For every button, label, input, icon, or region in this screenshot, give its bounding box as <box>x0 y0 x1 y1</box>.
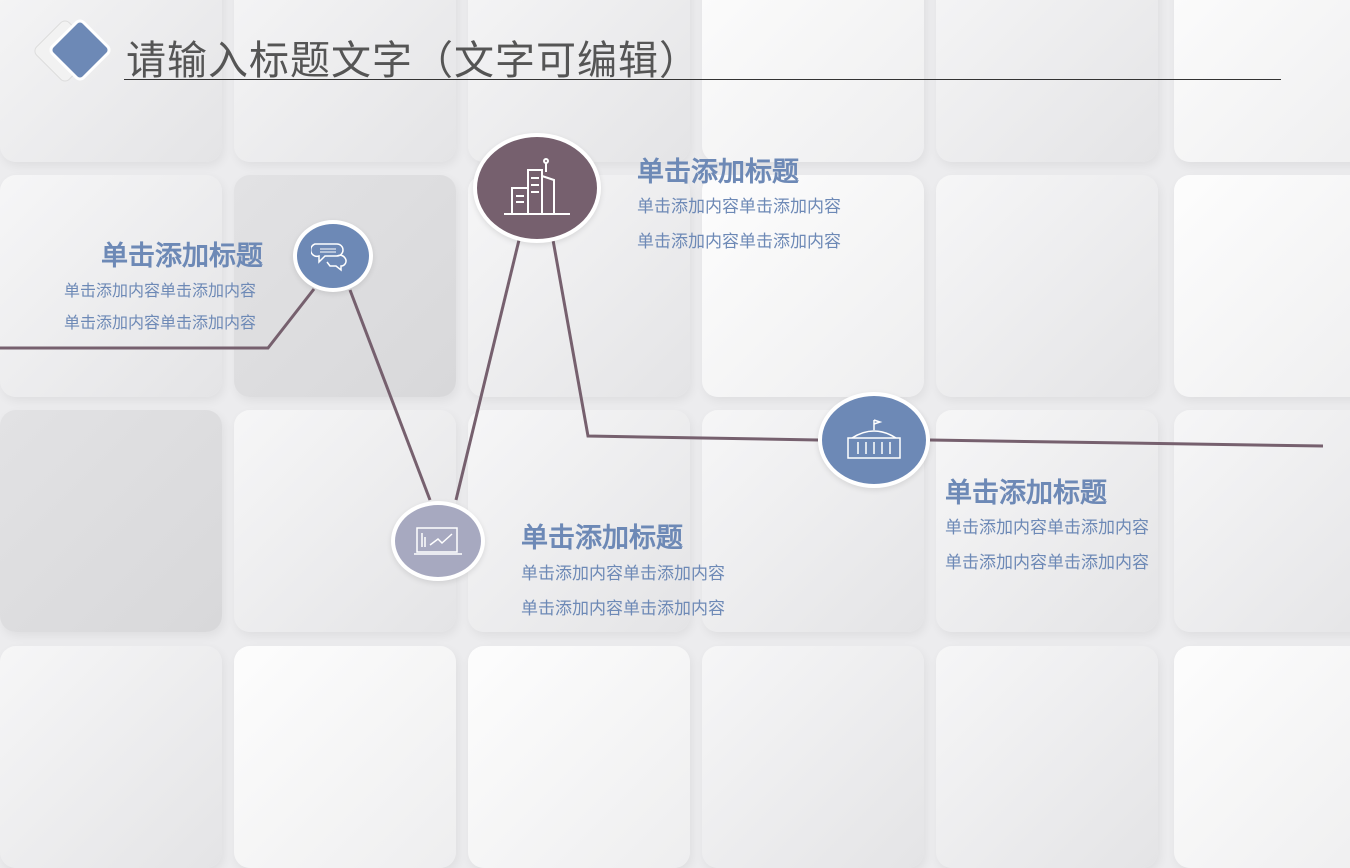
timeline-connector <box>0 239 1324 501</box>
item-text[interactable]: 单击添加内容单击添加内容 <box>64 313 257 332</box>
item-text[interactable]: 单击添加内容单击添加内容 <box>521 564 725 584</box>
item-text[interactable]: 单击添加内容单击添加内容 <box>64 281 257 300</box>
item-heading[interactable]: 单击添加标题 <box>637 157 799 188</box>
slide-title: 请输入标题文字（文字可编辑） <box>126 38 700 84</box>
buildings-icon <box>504 158 570 215</box>
item-heading[interactable]: 单击添加标题 <box>945 478 1107 509</box>
government-node <box>818 392 930 488</box>
chat-bubbles-icon <box>311 243 347 272</box>
title-underline <box>124 79 1281 80</box>
item-text[interactable]: 单击添加内容单击添加内容 <box>637 232 841 252</box>
government-building-icon <box>847 419 901 459</box>
item-heading[interactable]: 单击添加标题 <box>101 241 263 272</box>
title-logo-icon <box>34 19 111 82</box>
chat-node <box>293 220 373 292</box>
chart-node <box>391 501 485 581</box>
item-text[interactable]: 单击添加内容单击添加内容 <box>521 599 725 619</box>
item-heading[interactable]: 单击添加标题 <box>521 523 683 554</box>
presentation-chart-icon <box>414 527 462 555</box>
item-text[interactable]: 单击添加内容单击添加内容 <box>945 553 1149 573</box>
item-text[interactable]: 单击添加内容单击添加内容 <box>945 518 1149 538</box>
buildings-node <box>473 133 601 243</box>
item-text[interactable]: 单击添加内容单击添加内容 <box>637 197 841 217</box>
